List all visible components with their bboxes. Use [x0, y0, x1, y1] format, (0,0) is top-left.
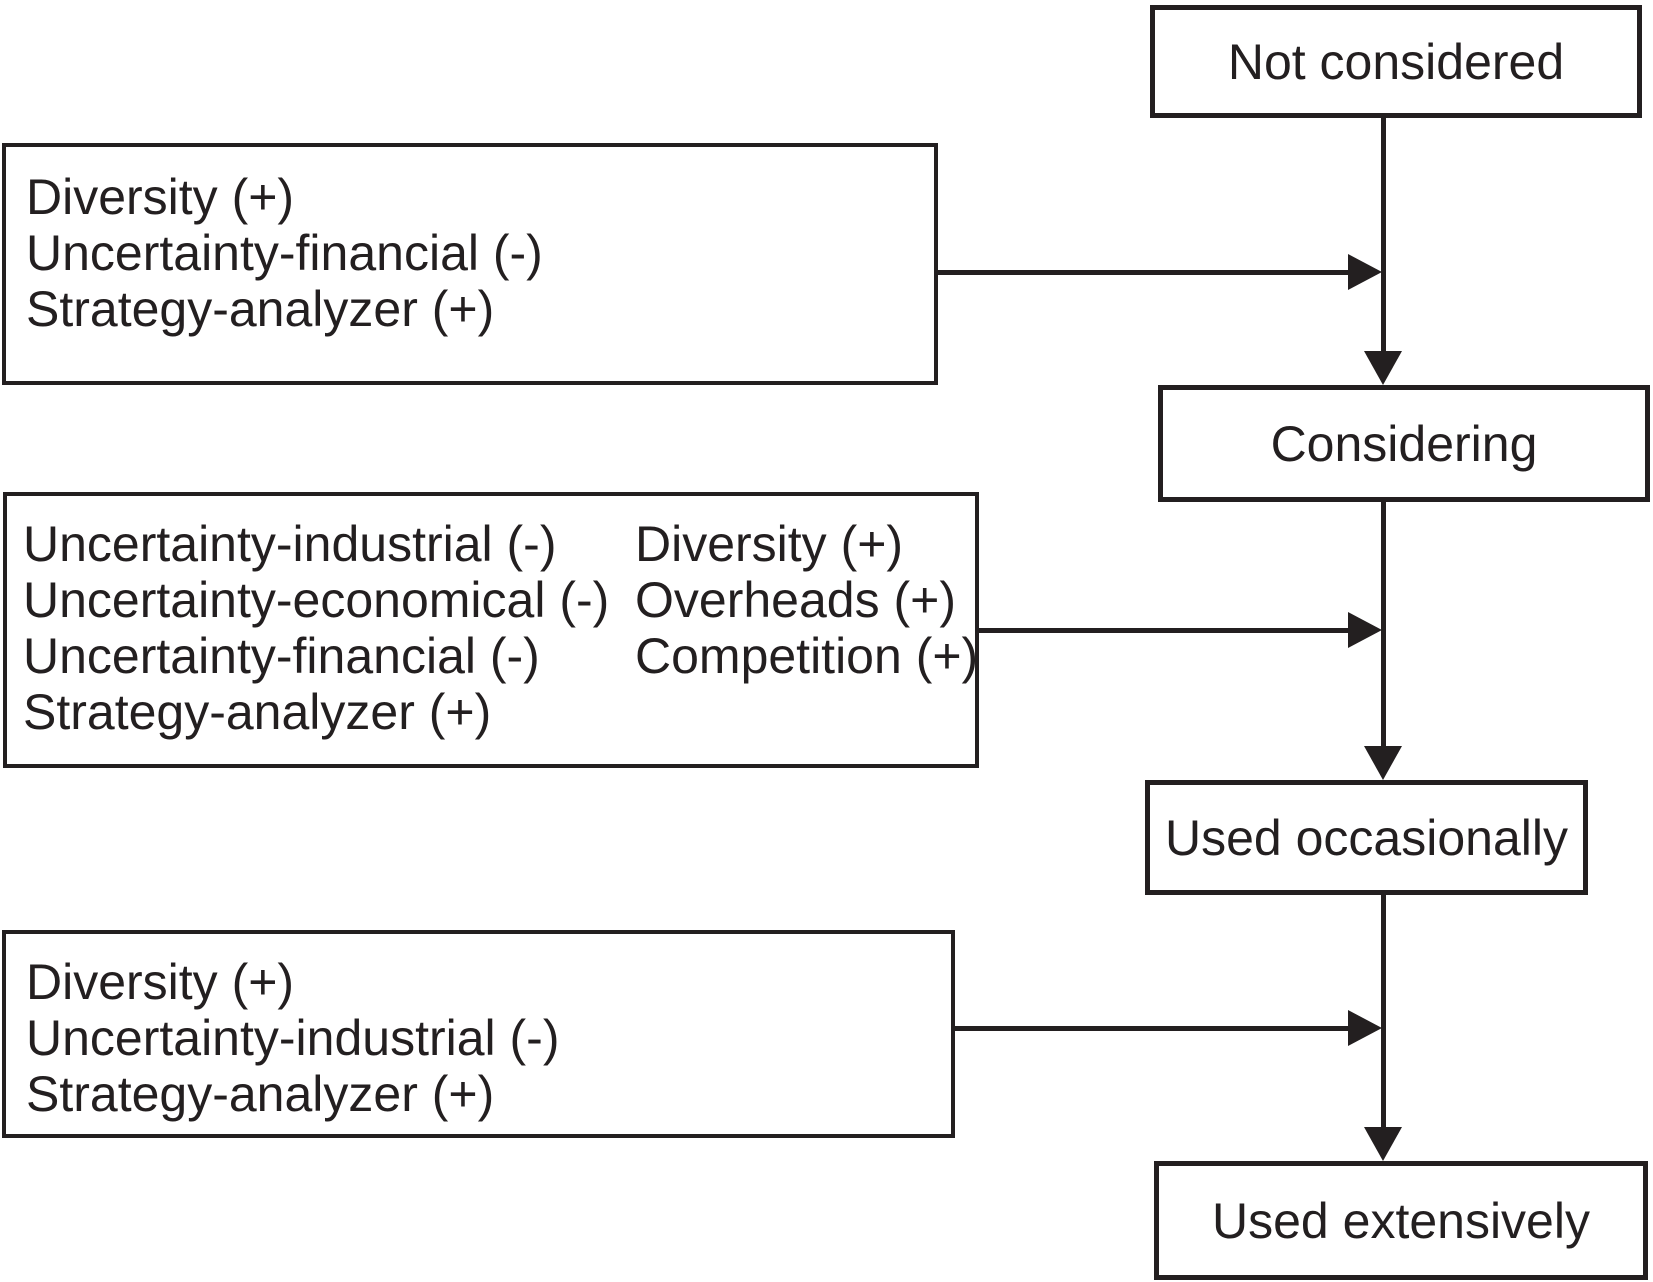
- factor-line: Strategy-analyzer (+): [23, 684, 492, 740]
- factor-line: Uncertainty-financial (-): [26, 225, 543, 281]
- arrow-down-icon: [1364, 351, 1402, 385]
- factor-line: Uncertainty-industrial (-): [23, 516, 557, 572]
- factor-column-2: Diversity (+) Overheads (+) Competition …: [635, 516, 978, 684]
- factor-arrow-1-line: [938, 270, 1348, 275]
- connector-not-considered-to-considering: [1381, 118, 1386, 353]
- factor-arrow-2-line: [979, 628, 1348, 633]
- factor-line: Diversity (+): [26, 169, 295, 225]
- stage-label: Used occasionally: [1165, 809, 1568, 866]
- arrow-right-icon: [1348, 612, 1382, 648]
- factor-arrow-3-line: [955, 1026, 1348, 1031]
- factor-line: Strategy-analyzer (+): [26, 1066, 495, 1122]
- arrow-right-icon: [1348, 1010, 1382, 1046]
- factor-column-1: Uncertainty-industrial (-) Uncertainty-e…: [23, 516, 609, 740]
- arrow-down-icon: [1364, 1127, 1402, 1161]
- factor-line: Uncertainty-industrial (-): [26, 1010, 560, 1066]
- stage-label: Used extensively: [1212, 1192, 1590, 1249]
- factor-line: Uncertainty-financial (-): [23, 628, 540, 684]
- factor-line: Diversity (+): [635, 516, 904, 572]
- arrow-down-icon: [1364, 746, 1402, 780]
- stage-label: Considering: [1270, 415, 1538, 472]
- factor-box-to-considering: Diversity (+) Uncertainty-financial (-) …: [2, 143, 938, 385]
- stage-box-not-considered: Not considered: [1150, 5, 1642, 118]
- stage-box-considering: Considering: [1158, 385, 1650, 502]
- factor-box-to-used-occasionally: Uncertainty-industrial (-) Uncertainty-e…: [3, 492, 979, 768]
- factor-line: Diversity (+): [26, 954, 295, 1010]
- arrow-right-icon: [1348, 254, 1382, 290]
- factor-line: Uncertainty-economical (-): [23, 572, 610, 628]
- factor-line: Overheads (+): [635, 572, 956, 628]
- stage-label: Not considered: [1227, 33, 1565, 90]
- factor-box-to-used-extensively: Diversity (+) Uncertainty-industrial (-)…: [2, 930, 955, 1138]
- stage-box-used-occasionally: Used occasionally: [1145, 780, 1588, 895]
- connector-used-occasionally-to-used-extensively: [1381, 895, 1386, 1127]
- factor-line: Strategy-analyzer (+): [26, 281, 495, 337]
- stage-box-used-extensively: Used extensively: [1154, 1161, 1648, 1280]
- factor-line: Competition (+): [635, 628, 979, 684]
- connector-considering-to-used-occasionally: [1381, 502, 1386, 746]
